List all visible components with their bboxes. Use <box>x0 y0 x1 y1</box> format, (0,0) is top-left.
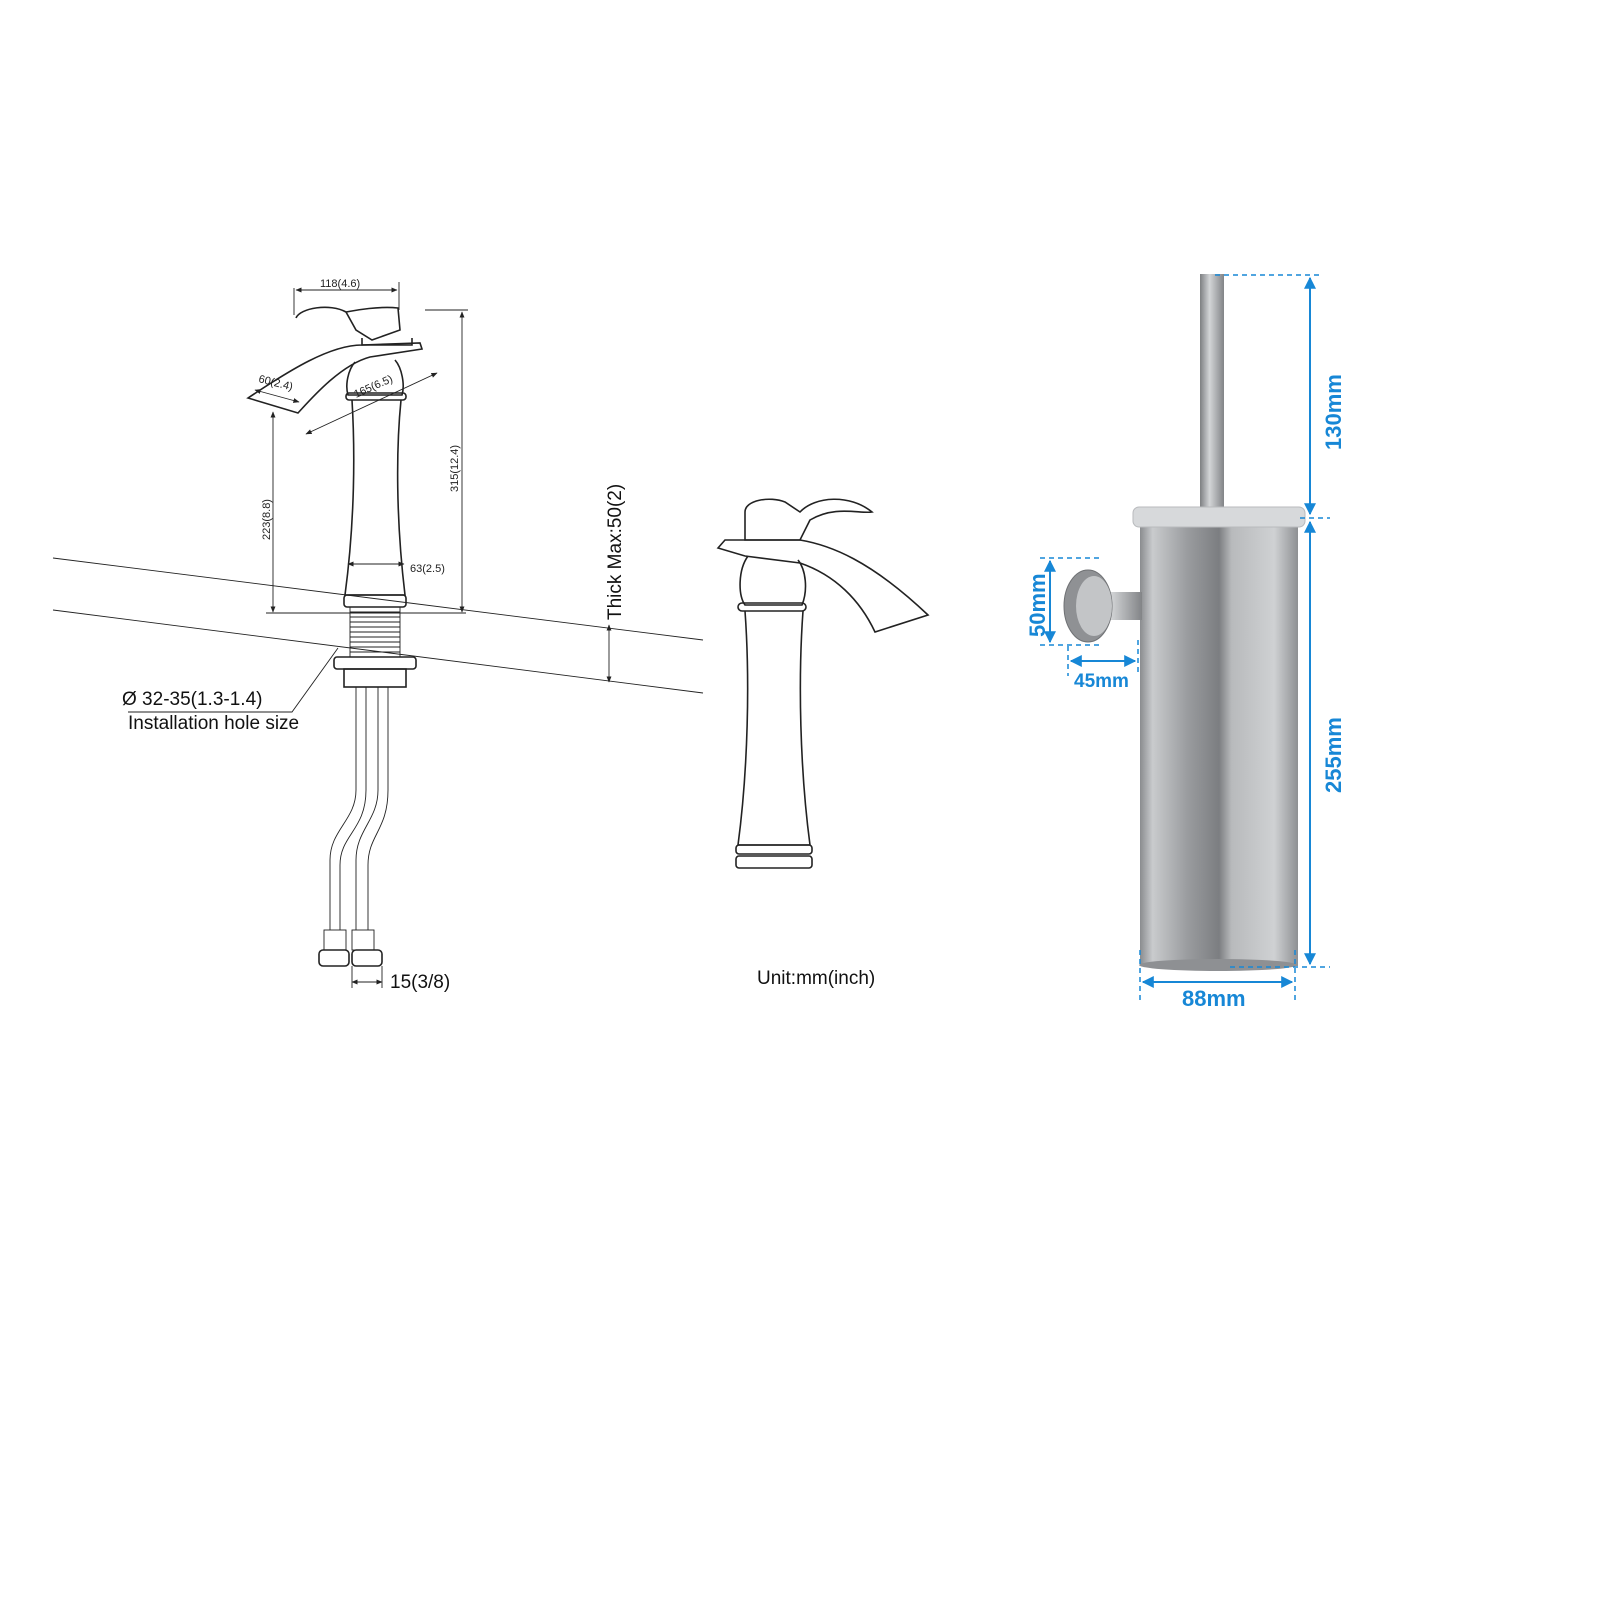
thick-max-label: Thick Max:50(2) <box>605 484 626 620</box>
toilet-brush-holder-photo <box>1063 274 1306 971</box>
threaded-shank <box>349 606 401 658</box>
body-height-label: 255mm <box>1321 717 1346 793</box>
unit-label: Unit:mm(inch) <box>757 968 875 989</box>
total-height-label: 315(12.4) <box>449 445 461 492</box>
faucet-line-drawing <box>246 306 424 967</box>
base-diameter-label: 63(2.5) <box>410 563 445 575</box>
faucet-dimension-lines <box>128 282 612 988</box>
handle-width-label: 118(4.6) <box>320 278 360 290</box>
handle-height-label: 130mm <box>1321 374 1346 450</box>
mount-depth-label: 45mm <box>1074 671 1129 692</box>
countertop-outline <box>52 557 704 694</box>
hose-size-label: 15(3/8) <box>390 972 450 993</box>
brush-holder-dimension-lines <box>1040 274 1330 1000</box>
faucet-side-view <box>716 498 930 869</box>
body-diameter-label: 88mm <box>1182 986 1246 1011</box>
spout-reach-label: 165(6.5) <box>352 373 394 401</box>
mount-diameter-label: 50mm <box>1025 573 1050 637</box>
spout-height-label: 223(8.8) <box>261 499 273 540</box>
hole-size-label: Ø 32-35(1.3-1.4) <box>122 689 262 710</box>
hole-size-caption: Installation hole size <box>128 713 299 734</box>
spout-width-label: 60(2.4) <box>257 373 294 393</box>
